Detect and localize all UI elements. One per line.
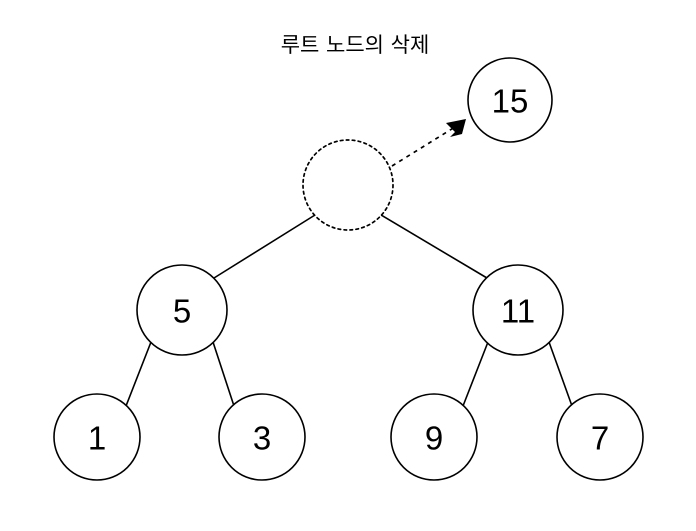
node-15-label: 15 — [492, 83, 529, 120]
edge-root-left — [213, 214, 316, 279]
node-7[interactable]: 7 — [556, 393, 644, 481]
tree-edges-group — [125, 214, 573, 407]
node-15-circle[interactable] — [467, 57, 553, 143]
node-9[interactable]: 9 — [390, 393, 478, 481]
promote-arrow-head — [446, 119, 466, 137]
node-root-circle-dotted[interactable] — [302, 139, 394, 231]
node-3-circle[interactable] — [218, 393, 306, 481]
promote-arrow-line — [391, 126, 456, 167]
node-5[interactable]: 5 — [136, 264, 228, 356]
node-11-label: 11 — [501, 293, 535, 330]
tree-nodes-group: 15 5 11 1 3 — [53, 57, 644, 481]
edge-left-leftleft — [125, 341, 152, 407]
node-15[interactable]: 15 — [467, 57, 553, 143]
node-3[interactable]: 3 — [218, 393, 306, 481]
node-7-circle[interactable] — [556, 393, 644, 481]
edge-right-rightleft — [462, 341, 489, 407]
node-5-circle[interactable] — [136, 264, 228, 356]
node-1[interactable]: 1 — [53, 393, 141, 481]
edge-left-leftright — [212, 341, 235, 407]
node-7-label: 7 — [591, 420, 609, 457]
edge-root-right — [380, 214, 488, 279]
node-9-circle[interactable] — [390, 393, 478, 481]
diagram-title: 루트 노드의 삭제 — [281, 33, 430, 57]
node-11-circle[interactable] — [472, 264, 564, 356]
node-5-label: 5 — [173, 293, 191, 330]
node-11[interactable]: 11 — [472, 264, 564, 356]
node-9-label: 9 — [425, 420, 443, 457]
promote-arrow-group — [391, 119, 466, 167]
node-3-label: 3 — [253, 420, 271, 457]
node-1-label: 1 — [88, 420, 106, 457]
node-root-empty[interactable] — [302, 139, 394, 231]
node-1-circle[interactable] — [53, 393, 141, 481]
edge-right-rightright — [548, 341, 573, 407]
